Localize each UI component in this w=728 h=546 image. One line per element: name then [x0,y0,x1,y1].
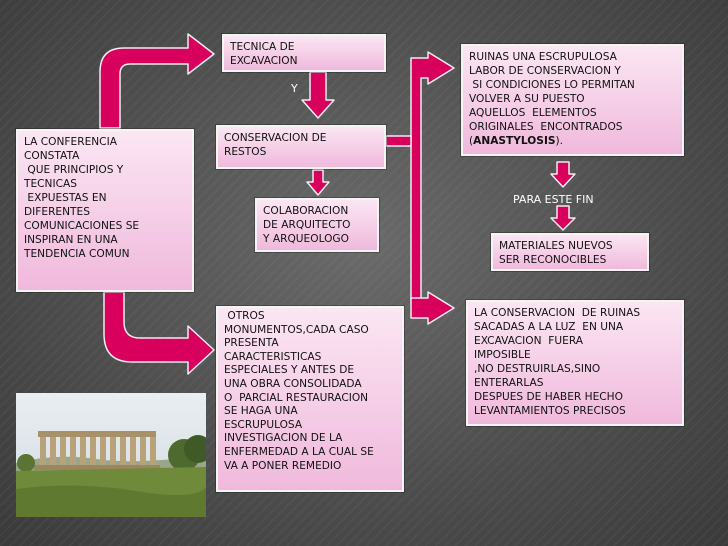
y-label: Y [291,82,298,95]
arrow-to-ruinas [410,51,455,301]
ruinas-text: RUINAS UNA ESCRUPULOSA LABOR DE CONSERVA… [469,51,635,147]
arrow-conservacion-to-colaboracion [306,169,330,196]
arrow-to-otros [103,291,215,375]
arrow-to-tecnica [99,33,215,129]
anastylosis-term: ANASTYLOSIS [473,135,556,147]
arrow-fin-to-materiales [550,205,576,231]
conference-box: LA CONFERENCIA CONSTATA QUE PRINCIPIOS Y… [16,129,194,292]
arrow-ruinas-to-fin [550,161,576,188]
ruinas-end: ). [555,135,564,147]
conservacion-restos-box: CONSERVACION DE RESTOS [216,125,386,169]
temple-ruins-photo [16,393,206,517]
tecnica-excavacion-box: TECNICA DE EXCAVACION [222,34,386,72]
arrow-to-conserv-ruinas [410,291,455,325]
ruinas-box: RUINAS UNA ESCRUPULOSA LABOR DE CONSERVA… [461,44,684,156]
arrow-conservacion-side [385,135,412,147]
colaboracion-box: COLABORACION DE ARQUITECTO Y ARQUEOLOGO [255,198,379,252]
para-este-fin-label: PARA ESTE FIN [513,193,594,206]
arrow-tecnica-to-conservacion [301,71,335,119]
conservacion-ruinas-box: LA CONSERVACION DE RUINAS SACADAS A LA L… [466,300,684,426]
materiales-nuevos-box: MATERIALES NUEVOS SER RECONOCIBLES [491,233,649,271]
otros-monumentos-box: OTROS MONUMENTOS,CADA CASO PRESENTA CARA… [216,306,404,492]
